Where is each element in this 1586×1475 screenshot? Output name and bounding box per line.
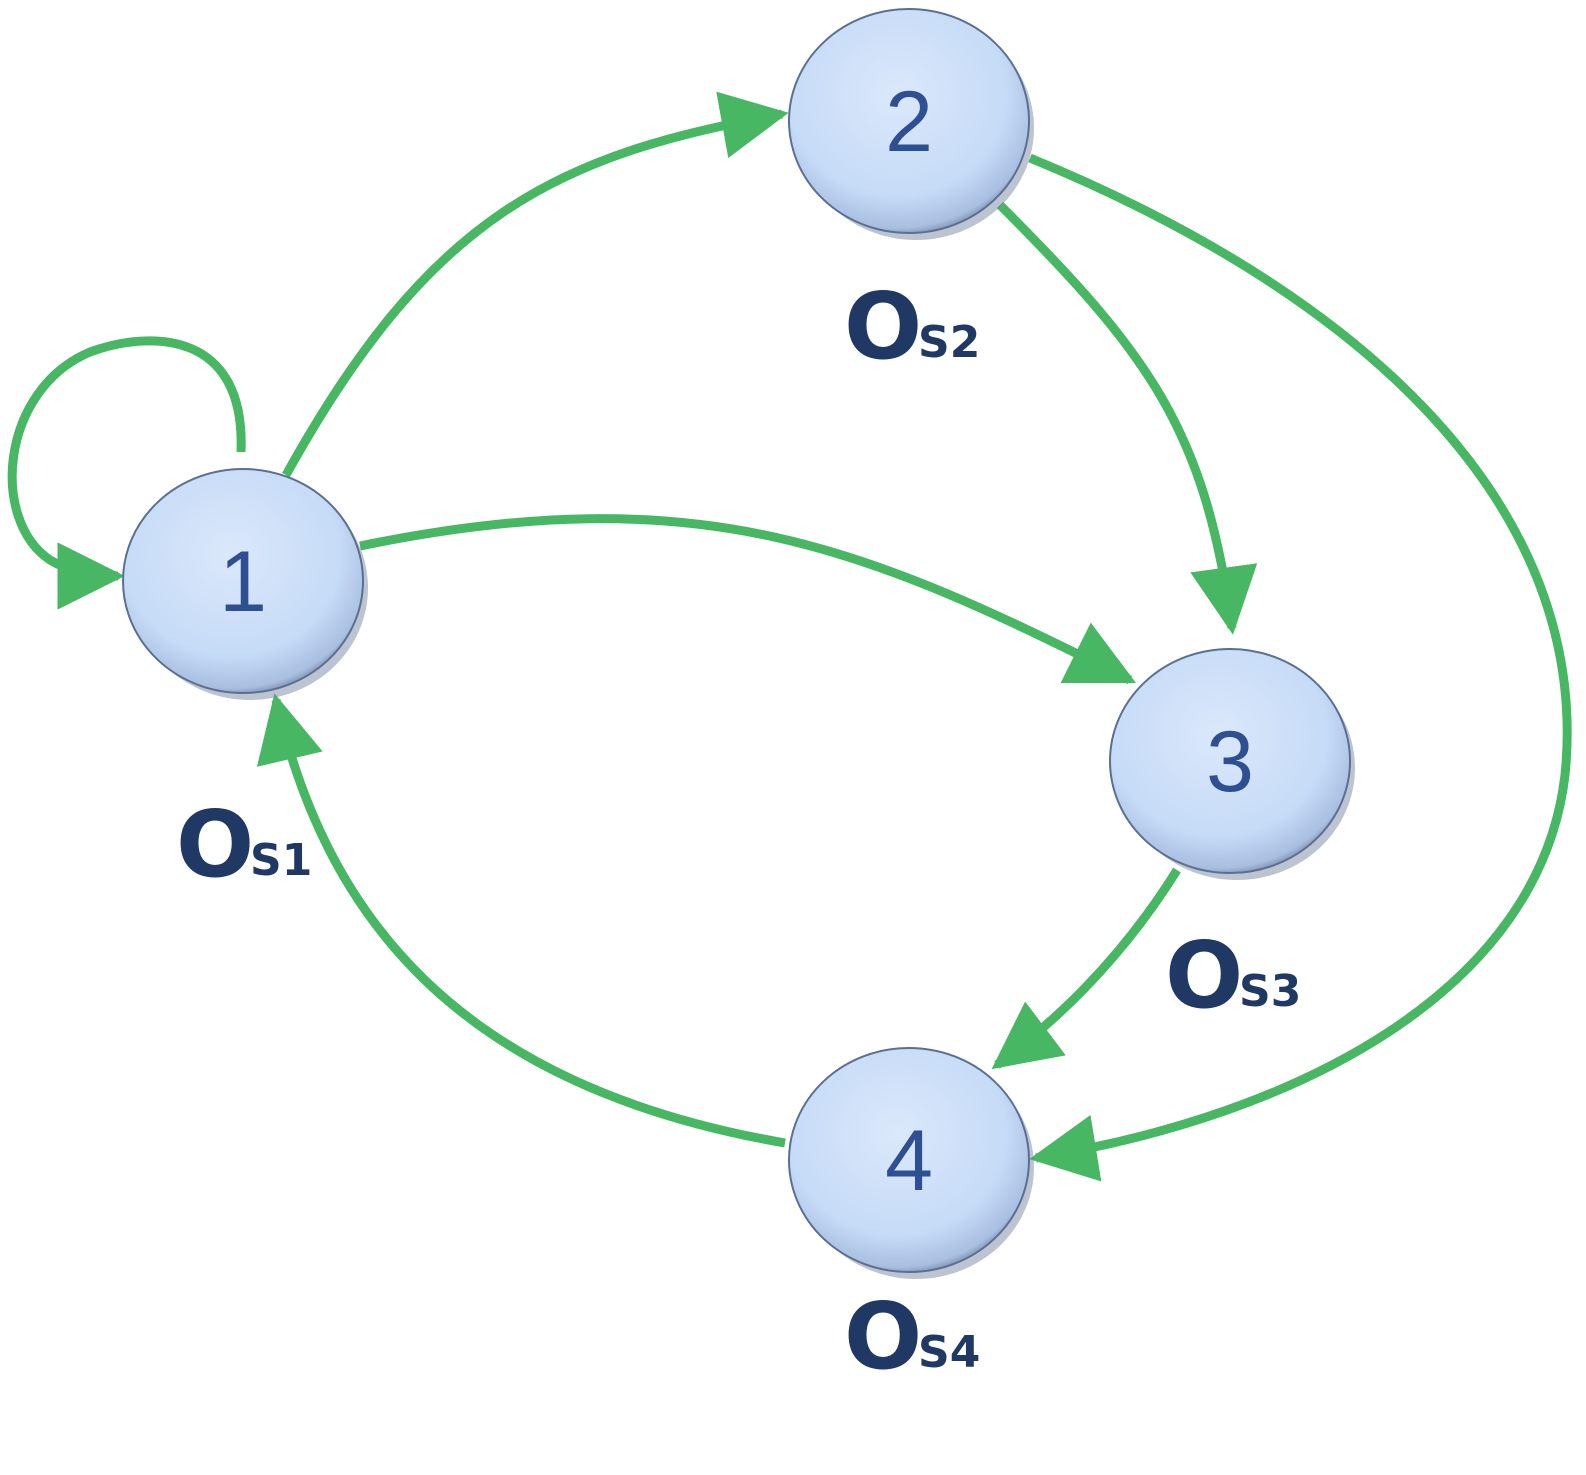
node-label-2: 2 <box>885 74 933 170</box>
node-4: 4 <box>788 1047 1034 1279</box>
observation-label-4: O S4 <box>844 1283 980 1390</box>
edge-1-1 <box>7 336 246 610</box>
obs-main-3: O <box>1165 922 1243 1029</box>
obs-main-4: O <box>844 1283 922 1390</box>
obs-sub-2: S2 <box>918 317 980 368</box>
edge-2-4 <box>1028 153 1572 1182</box>
node-1: 1 <box>122 468 368 700</box>
node-label-1: 1 <box>219 534 267 630</box>
edge-3-4 <box>991 867 1181 1070</box>
node-2: 2 <box>788 8 1034 240</box>
edge-4-1 <box>256 693 786 1148</box>
observation-label-3: O S3 <box>1165 922 1301 1029</box>
obs-main-2: O <box>844 273 922 380</box>
node-3: 3 <box>1109 648 1355 880</box>
edge-1-2 <box>282 91 789 478</box>
node-label-4: 4 <box>885 1113 933 1209</box>
obs-sub-3: S3 <box>1239 966 1301 1017</box>
obs-main-1: O <box>176 791 254 898</box>
obs-sub-1: S1 <box>250 835 312 886</box>
observation-label-2: O S2 <box>844 273 980 380</box>
observation-label-1: O S1 <box>176 791 312 898</box>
obs-sub-4: S4 <box>918 1327 980 1378</box>
node-label-3: 3 <box>1206 714 1254 810</box>
edge-2-3 <box>996 201 1258 635</box>
edge-1-3 <box>359 514 1137 685</box>
